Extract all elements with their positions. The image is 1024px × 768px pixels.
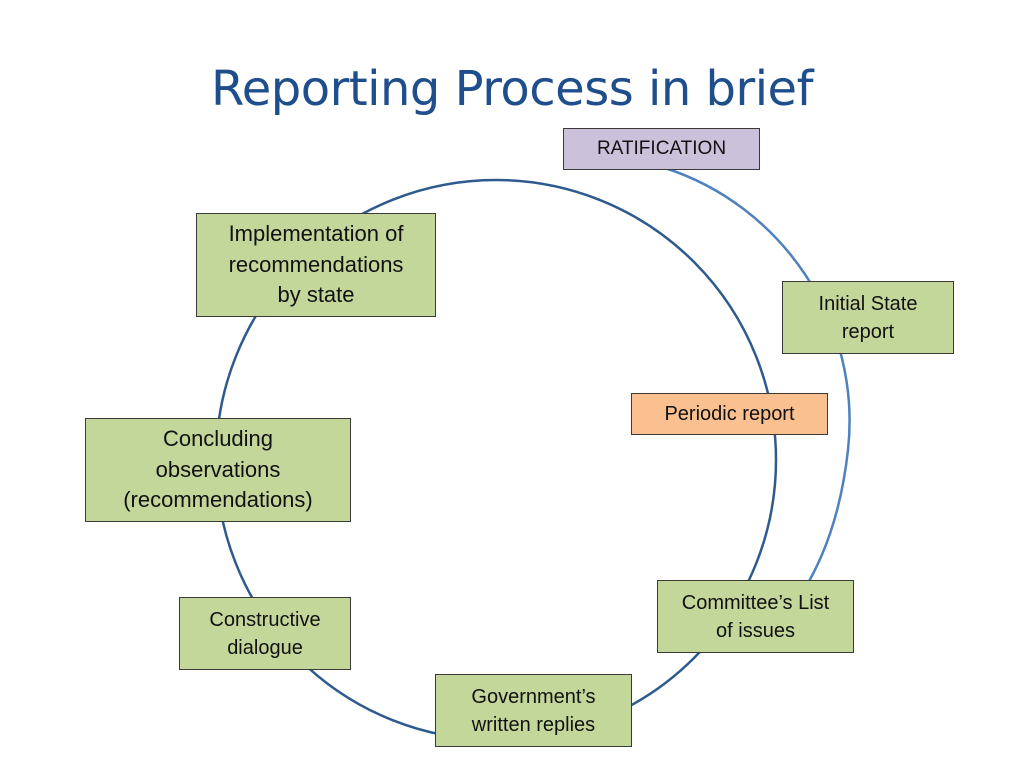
implementation-box: Implementation of recommendations by sta… bbox=[196, 213, 436, 317]
initial-report-label: Initial State report bbox=[818, 292, 918, 343]
ratification-box: RATIFICATION bbox=[563, 128, 760, 170]
written-replies-box: Government’s written replies bbox=[435, 674, 632, 747]
periodic-report-box: Periodic report bbox=[631, 393, 828, 435]
constructive-dialogue-label: Constructive dialogue bbox=[209, 608, 321, 659]
initial-report-box: Initial State report bbox=[782, 281, 954, 354]
slide-title: Reporting Process in brief bbox=[211, 61, 813, 117]
constructive-dialogue-box: Constructive dialogue bbox=[179, 597, 351, 670]
ratification-label: RATIFICATION bbox=[596, 137, 727, 159]
list-of-issues-box: Committee’s List of issues bbox=[657, 580, 854, 653]
ratification-arc bbox=[664, 166, 851, 613]
implementation-label: Implementation of recommendations by sta… bbox=[228, 221, 404, 308]
concluding-observations-box: Concluding observations (recommendations… bbox=[85, 418, 351, 522]
written-replies-label: Government’s written replies bbox=[471, 685, 596, 736]
periodic-report-label: Periodic report bbox=[664, 403, 795, 425]
list-of-issues-label: Committee’s List of issues bbox=[681, 591, 830, 642]
concluding-observations-label: Concluding observations (recommendations… bbox=[123, 426, 313, 513]
